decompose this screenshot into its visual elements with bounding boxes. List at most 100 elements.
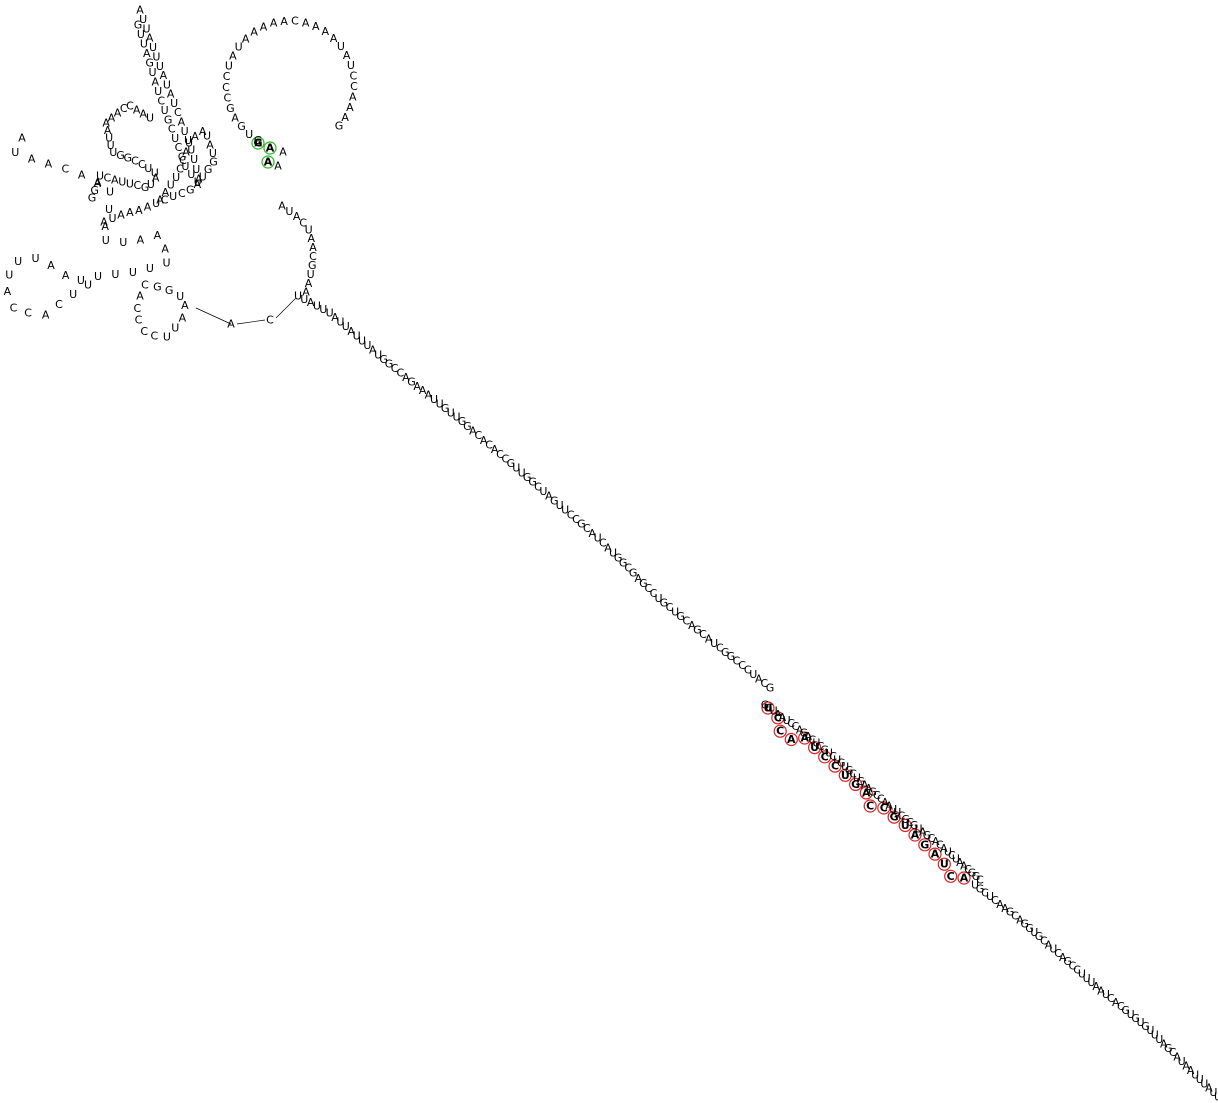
nucleotide-G: G [204,163,213,176]
nucleotide-U: U [285,205,293,218]
nucleotide-C: C [62,162,70,175]
nucleotide-G: G [1164,1042,1173,1055]
nucleotide-G: G [800,727,809,740]
nucleotide-A: A [1059,951,1067,964]
nucleotide-U: U [144,162,152,175]
nucleotide-U: U [199,171,207,184]
nucleotide-C: C [138,158,146,171]
nucleotide-U: U [163,78,171,91]
nucleotide-U: U [710,637,718,650]
nucleotide-C: C [350,80,358,93]
highlighted-red-nucleotide-A: A [862,786,871,799]
nucleotide-A: A [308,232,316,245]
nucleotide-A: A [250,26,258,39]
nucleotide-C: C [1073,964,1081,977]
highlighted-red-nucleotide-U: U [810,741,819,754]
nucleotide-U: U [171,322,179,335]
nucleotide-G: G [226,102,235,115]
nucleotide-U: U [1136,1016,1144,1029]
nucleotide-C: C [1011,910,1019,923]
nucleotide-U: U [1200,1077,1208,1090]
nucleotide-A: A [865,782,873,795]
nucleotide-G: G [458,415,467,428]
nucleotide-A: A [331,311,339,324]
nucleotide-U: U [337,40,345,53]
nucleotide-A: A [469,425,477,438]
nucleotide-C: C [738,659,746,672]
nucleotide-U: U [170,97,178,110]
nucleotide-U: U [118,176,126,189]
nucleotide-U: U [294,290,302,303]
nucleotide-A: A [1097,984,1105,997]
nucleotide-U: U [374,348,382,361]
nucleotide-U: U [363,339,371,352]
nucleotide-C: C [151,329,159,342]
nucleotide-A: A [156,194,164,207]
nucleotide-U: U [770,705,778,718]
nucleotide-U: U [146,262,154,275]
nucleotide-C: C [10,301,18,314]
nucleotide-U: U [347,59,355,72]
nucleotide-A: A [885,799,893,812]
nucleotide-A: A [480,434,488,447]
nucleotide-A: A [194,178,202,191]
nucleotide-C: C [140,325,148,338]
nucleotide-U: U [914,822,922,835]
nucleotide-A: A [589,527,597,540]
nucleotide-U: U [952,852,960,865]
nucleotide-A: A [302,286,310,299]
nucleotide-G: G [90,184,99,197]
nucleotide-U: U [169,190,177,203]
nucleotide-G: G [528,476,537,489]
nucleotide-U: U [986,890,994,903]
nucleotide-U: U [1127,1008,1135,1021]
nucleotide-A: A [688,619,696,632]
nucleotide-C: C [964,863,972,876]
nucleotide-U: U [825,747,833,760]
nucleotide-C: C [716,641,724,654]
nucleotide-A: A [346,101,354,114]
nucleotide-A: A [254,137,262,150]
nucleotide-G: G [761,699,770,712]
nucleotide-U: U [305,224,313,237]
highlighted-red-nucleotide-C: C [947,870,955,883]
nucleotide-G: G [901,813,910,826]
nucleotide-A: A [266,142,274,155]
nucleotide-A: A [146,32,154,45]
nucleotide-G: G [857,775,866,788]
nucleotide-U: U [105,203,113,216]
nucleotide-A: A [101,220,109,233]
nucleotide-G: G [153,280,162,293]
highlighted-green-ring [263,141,277,155]
nucleotide-U: U [833,753,841,766]
nucleotide-G: G [209,156,218,169]
nucleotide-U: U [326,306,334,319]
nucleotide-C: C [222,81,230,94]
highlighted-red-ring [928,847,942,861]
nucleotide-G: G [577,518,586,531]
nucleotide-A: A [167,88,175,101]
nucleotide-C: C [927,832,935,845]
highlighted-red-nucleotide-U: U [764,702,773,715]
nucleotide-A: A [779,711,787,724]
nucleotide-U: U [109,146,117,159]
nucleotide-A: A [419,384,427,397]
nucleotide-U: U [84,279,92,292]
nucleotide-C: C [650,587,658,600]
nucleotide-U: U [452,411,460,424]
nucleotide-A: A [932,835,940,848]
nucleotide-U: U [812,737,820,750]
nucleotide-G: G [178,151,187,164]
nucleotide-A: A [425,389,433,402]
nucleotide-A: A [62,269,70,282]
nucleotide-U: U [137,28,145,41]
nucleotide-U: U [889,803,897,816]
nucleotide-G: G [766,682,775,695]
nucleotide-C: C [104,172,112,185]
nucleotide-U: U [1209,1086,1217,1099]
nucleotide-U: U [146,112,154,125]
nucleotide-C: C [567,508,575,521]
nucleotide-A: A [402,371,410,384]
nucleotide-A: A [117,208,125,221]
